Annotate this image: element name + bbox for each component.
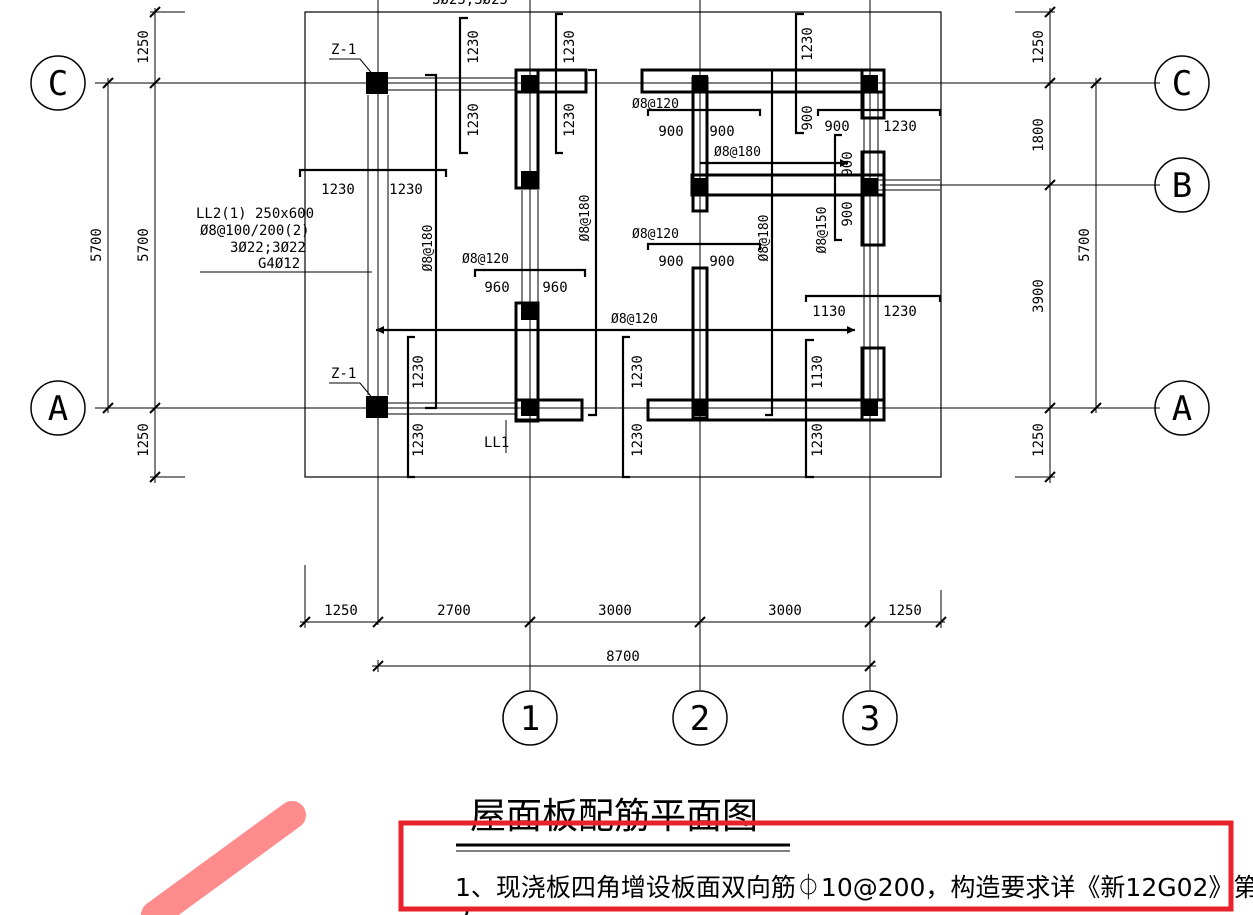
z1-label-top: Z-1 xyxy=(331,42,356,58)
axis-label-b-right: B xyxy=(1172,166,1192,206)
axis-label-c-right: C xyxy=(1172,64,1192,104)
dim-bottom-1: 1250 xyxy=(324,603,358,619)
dim-right-seg-4: 1250 xyxy=(1031,423,1047,457)
rebar-spacing: Ø8@120 xyxy=(632,227,679,242)
beams xyxy=(514,68,886,423)
axis-label-2: 2 xyxy=(690,699,710,739)
rebar-len: 1230 xyxy=(883,304,917,320)
dim-left-outer: 5700 xyxy=(89,228,105,262)
axis-label-a-right: A xyxy=(1172,389,1192,429)
drawing-title: 屋面板配筋平面图 xyxy=(470,796,758,837)
rebar-len-vertical: 900 xyxy=(840,151,856,176)
rebar-spacing: Ø8@180 xyxy=(714,145,761,160)
secondary-beams xyxy=(367,77,940,415)
rebar-len: 900 xyxy=(658,124,683,140)
pen-stroke-annotation xyxy=(141,801,306,915)
rebar-len: 960 xyxy=(484,280,509,296)
dim-left-inner-3: 1250 xyxy=(136,423,152,457)
rebar-len-vertical: 1230 xyxy=(562,30,578,64)
rebar-len: 1230 xyxy=(883,119,917,135)
rebar-len-vertical: 900 xyxy=(800,105,816,130)
note-line-1: 1、现浇板四角增设板面双向筋⏀10@200，构造要求详《新12G02》第70页 xyxy=(455,873,1253,902)
ll2-label-line3: 3Ø22;3Ø22 xyxy=(230,240,306,256)
dim-right-total: 5700 xyxy=(1077,228,1093,262)
dim-left-inner-2: 5700 xyxy=(136,228,152,262)
dim-bottom-2: 2700 xyxy=(437,603,471,619)
z1-label-bottom: Z-1 xyxy=(331,366,356,382)
dim-left-inner-1: 1250 xyxy=(136,30,152,64)
axis-bubbles xyxy=(30,55,1210,746)
axis-label-1: 1 xyxy=(520,699,540,739)
rebar-len-vertical: 1230 xyxy=(562,103,578,137)
columns xyxy=(366,72,878,418)
rebar-spacing: Ø8@120 xyxy=(462,252,509,267)
rebar-len-vertical: 1130 xyxy=(810,355,826,389)
dimension-ticks xyxy=(102,6,1102,672)
rebar-len: 960 xyxy=(542,280,567,296)
rebar-spacing-vertical: Ø8@180 xyxy=(578,195,593,242)
rebar-len-vertical: 1230 xyxy=(630,355,646,389)
rebar-len: 900 xyxy=(824,119,849,135)
dim-bottom-4: 3000 xyxy=(768,603,802,619)
rebar-len: 1130 xyxy=(812,304,846,320)
rebar-spacing: Ø8@120 xyxy=(632,97,679,112)
dim-right-seg-3: 3900 xyxy=(1031,279,1047,313)
rebar-len-vertical: 1230 xyxy=(810,423,826,457)
rebar-len-vertical: 1230 xyxy=(466,30,482,64)
rebar-len-vertical: 900 xyxy=(840,201,856,226)
rebar-arrows xyxy=(376,159,855,334)
rebar-len-vertical: 1230 xyxy=(411,355,427,389)
rebar-len-vertical: 1230 xyxy=(411,423,427,457)
rebar-spacing-vertical: Ø8@180 xyxy=(757,215,772,262)
rebar-len: 900 xyxy=(709,124,734,140)
axis-lines xyxy=(95,0,1160,690)
rebar-spacing: Ø8@120 xyxy=(611,312,658,327)
dimension-lines xyxy=(107,8,1097,672)
rebar-len-vertical: 1230 xyxy=(466,103,482,137)
dim-bottom-5: 1250 xyxy=(888,603,922,619)
dim-total: 8700 xyxy=(606,649,640,665)
dim-right-seg-1: 1250 xyxy=(1031,30,1047,64)
rebar-len: 1230 xyxy=(389,182,423,198)
dim-bottom-3: 3000 xyxy=(598,603,632,619)
ll2-label-line2: Ø8@100/200(2) xyxy=(200,223,310,239)
ll2-label-line1: LL2(1) 250x600 xyxy=(196,206,314,222)
cut-text-top: 3Ø25,3Ø25 xyxy=(432,0,508,8)
rebar-len-vertical: 1230 xyxy=(630,423,646,457)
highlight-box[interactable] xyxy=(398,820,1234,912)
axis-label-c-left: C xyxy=(48,64,68,104)
rebar-len: 900 xyxy=(658,254,683,270)
rebar-len-vertical: 1230 xyxy=(800,27,816,61)
rebar-spacing-vertical: Ø8@180 xyxy=(421,225,436,272)
rebar-lines xyxy=(298,12,942,479)
rebar-len: 900 xyxy=(709,254,734,270)
leader-lines xyxy=(200,58,507,453)
axis-label-a-left: A xyxy=(48,389,68,429)
dim-right-seg-2: 1800 xyxy=(1031,118,1047,152)
ll1-label: LL1 xyxy=(484,435,509,451)
ll2-label-line4: G4Ø12 xyxy=(258,256,300,272)
rebar-spacing-vertical: Ø8@150 xyxy=(815,207,830,254)
rebar-len: 1230 xyxy=(321,182,355,198)
axis-label-3: 3 xyxy=(860,699,880,739)
